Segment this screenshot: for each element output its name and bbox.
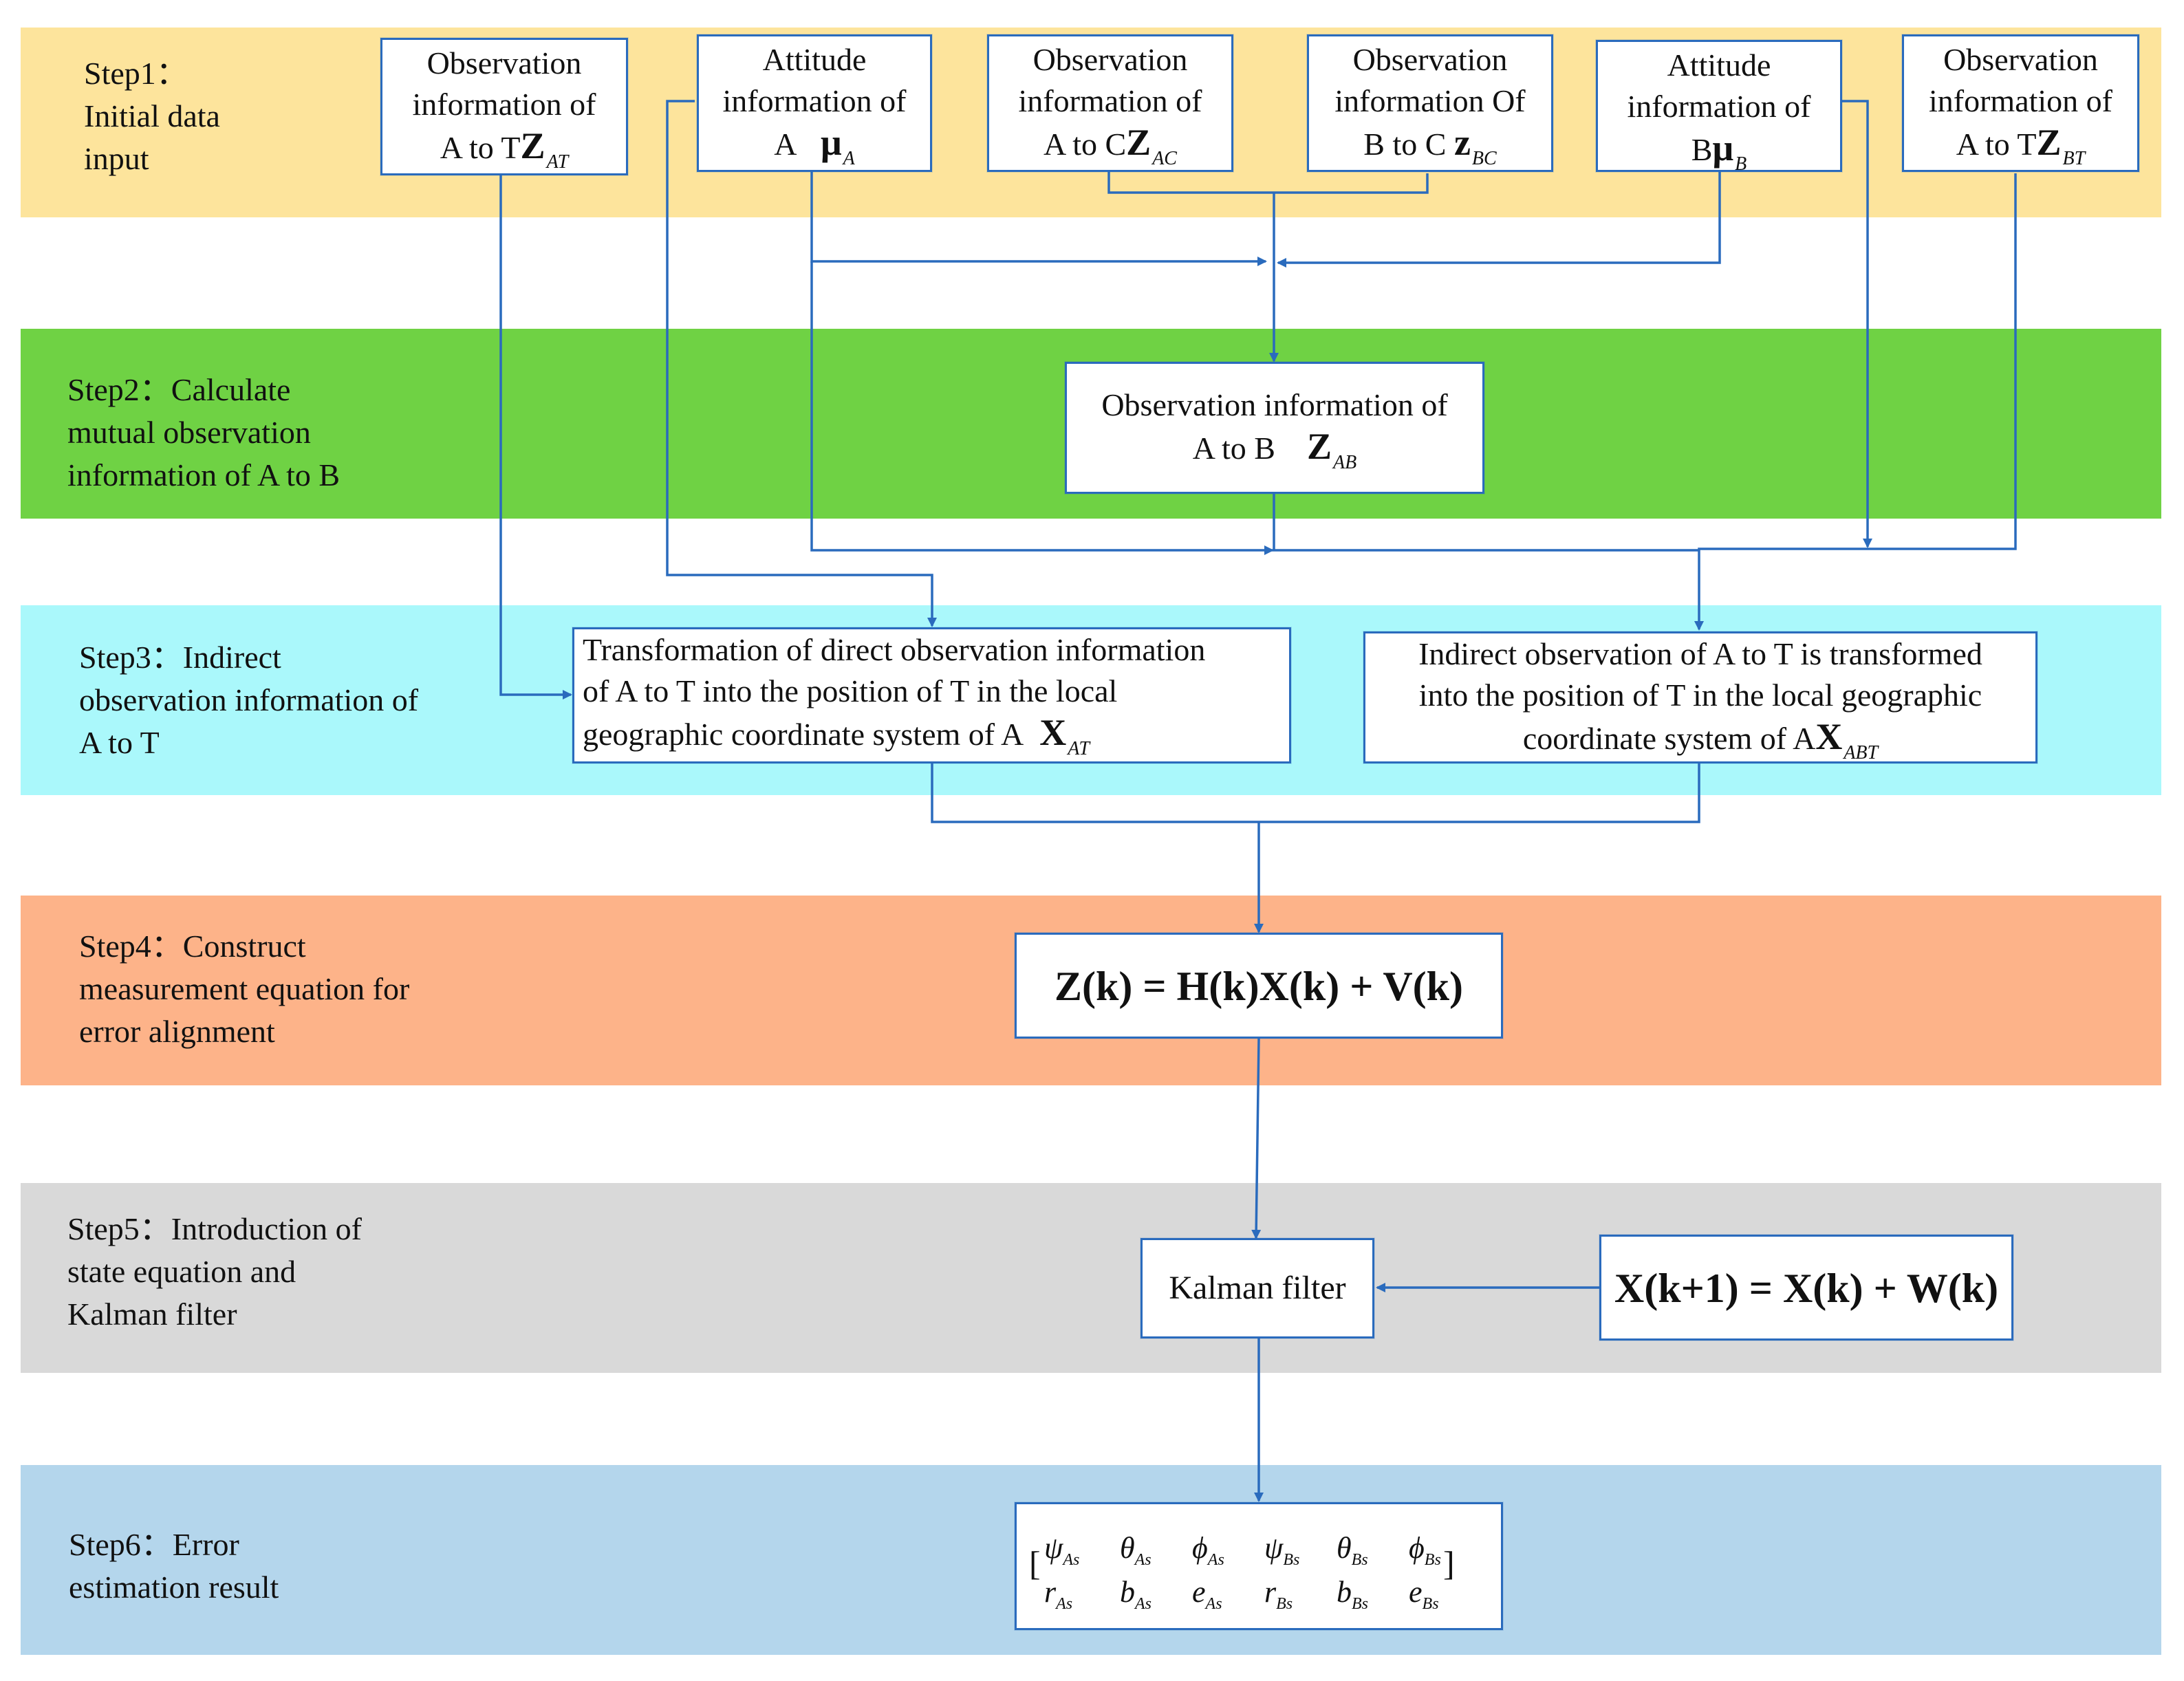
kalman-filter-box: Kalman filter [1140,1238,1374,1338]
arrow-step3-merge [931,763,1700,823]
state-equation-box: X(k+1) = X(k) + W(k) [1599,1235,2013,1341]
x-at-sub: AT [1068,738,1090,759]
step3-label: Step3：Indirect observation information o… [79,640,419,760]
matrix-entry: eBs [1409,1575,1439,1613]
arrow-mu-b-right [1840,100,1872,548]
matrix-entry: ψBs [1264,1531,1300,1569]
step1-label: Step1： Initial data input [84,56,220,176]
matrix-entry: θBs [1337,1531,1368,1569]
matrix-entry: θAs [1120,1531,1152,1569]
z-at-sub: AT [546,151,569,173]
step6-label: Step6：Error estimation result [69,1527,279,1605]
attitude-a-box: Attitude information of A μA [697,34,932,172]
result-matrix-box: [ ] ψAs θAs ϕAs ψBs θBs ϕBs rAs bAs eAs rBs bBs eB… [1015,1502,1503,1630]
z-at-symbol: Z [520,125,545,166]
bracket-right: ] [1443,1544,1455,1583]
z-bt-symbol: Z [2036,122,2062,163]
direct-transform-text: Transformation of direct observation inf… [583,632,1206,752]
bracket-left: [ [1029,1544,1041,1583]
arrow-mu-a-mid [810,172,1267,266]
arrow-mu-a-down [810,261,1274,555]
obs-a-to-t-box: Observation information of A to TZAT [380,38,628,175]
mu-b-sub: B [1735,153,1747,175]
obs-a-to-b-box: Observation information of A to B ZAB [1065,362,1484,494]
step2-label: Step2：Calculate mutual observation infor… [67,372,340,492]
mu-b-symbol: μ [1712,127,1734,169]
x-abt-sub: ABT [1844,742,1879,763]
attitude-a-text: Attitude information of A [722,42,907,162]
z-ac-sub: AC [1152,148,1177,169]
measurement-equation: Z(k) = H(k)X(k) + V(k) [1055,964,1463,1009]
obs-b-to-t-text: Observation information of A to T [1929,42,2112,162]
arrow-zbt [1694,173,2017,631]
state-equation: X(k+1) = X(k) + W(k) [1614,1266,1999,1311]
step5-label: Step5：Introduction of state equation and… [67,1211,362,1332]
indirect-transform-text: Indirect observation of A to T is transf… [1418,636,1982,756]
z-bc-symbol: z [1453,122,1471,163]
matrix-entry: eAs [1192,1575,1222,1613]
measurement-equation-box: Z(k) = H(k)X(k) + V(k) [1015,933,1503,1039]
x-at-symbol: X [1039,712,1067,753]
matrix-entry: ψAs [1044,1531,1080,1569]
mu-a-sub: A [843,148,855,169]
matrix-entry: bAs [1120,1575,1152,1613]
arrow-zat [499,173,572,699]
z-bc-sub: BC [1471,148,1497,169]
z-bt-sub: BT [2062,148,2086,169]
attitude-b-text: Attitude information of B [1627,47,1811,167]
matrix-entry: bBs [1337,1575,1368,1613]
z-ac-symbol: Z [1126,122,1152,163]
indirect-transform-box: Indirect observation of A to T is transf… [1363,631,2037,763]
matrix-entry: rAs [1044,1575,1073,1613]
attitude-b-box: Attitude information of BμB [1596,40,1842,175]
direct-transform-box: Transformation of direct observation inf… [572,627,1291,763]
matrix-entry: rBs [1264,1575,1293,1613]
obs-b-to-c-box: Observation information Of B to C zBC [1307,34,1553,172]
matrix-entry: ϕAs [1192,1531,1224,1569]
arrow-mu-a-left [666,100,937,627]
arrow-zac-zbc [1107,172,1429,194]
step4-label: Step4：Construct measurement equation for… [79,929,410,1049]
kalman-filter-label: Kalman filter [1169,1270,1346,1306]
z-ab-sub: AB [1332,452,1357,473]
obs-b-to-c-text: Observation information Of B to C [1334,42,1526,162]
obs-b-to-t-box: Observation information of A to TZBT [1902,34,2139,172]
z-ab-symbol: Z [1306,426,1332,467]
arrow-mu-b [1277,172,1721,268]
arrow-to-kalman [1251,1038,1262,1239]
x-abt-symbol: X [1815,716,1843,757]
obs-a-to-b-text: Observation information of A to B [1101,387,1448,466]
obs-a-to-c-box: Observation information of A to CZAC [987,34,1233,172]
matrix-entry: ϕBs [1409,1531,1441,1569]
obs-a-to-t-text: Observation information of A to T [412,45,596,165]
mu-a-symbol: μ [821,122,842,163]
obs-a-to-c-text: Observation information of A to C [1018,42,1202,162]
result-matrix: [ ] ψAs θAs ϕAs ψBs θBs ϕBs rAs bAs eAs rBs bBs eB… [1017,1504,1498,1628]
